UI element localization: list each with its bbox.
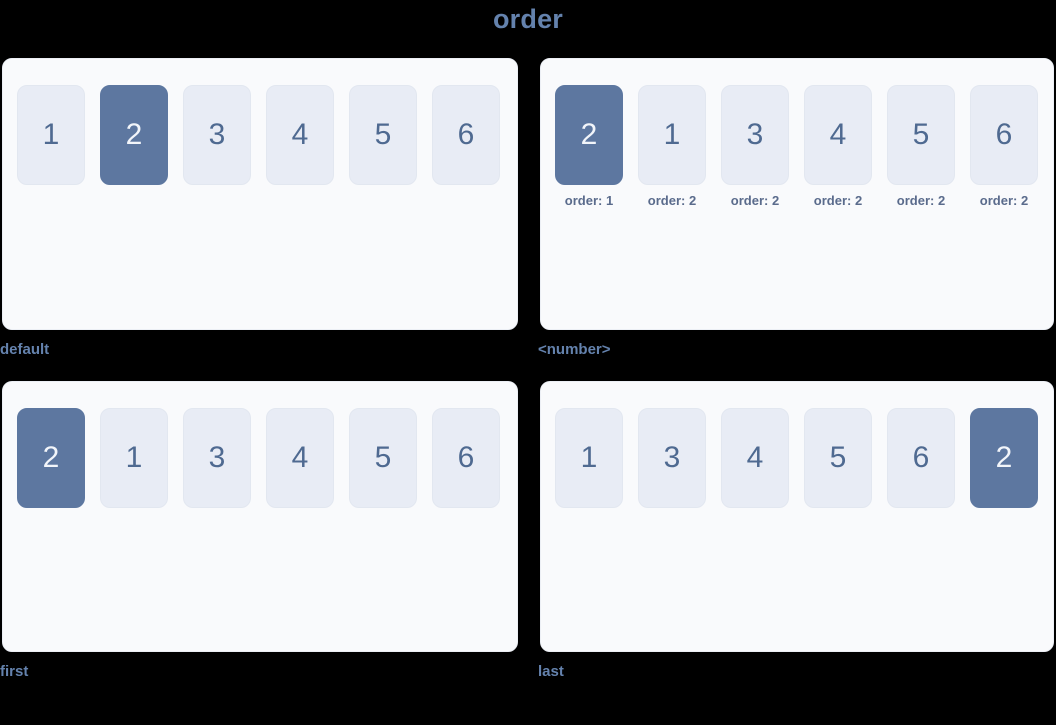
panel-caption-last: last: [538, 663, 564, 680]
item-wrapper: 4: [266, 85, 334, 185]
flex-item[interactable]: 6: [887, 408, 955, 508]
flex-item[interactable]: 5: [349, 85, 417, 185]
order-label: order: 2: [979, 193, 1029, 208]
item-wrapper: 5: [349, 85, 417, 185]
item-wrapper: 6 order: 2: [970, 85, 1038, 208]
order-label: order: 2: [813, 193, 863, 208]
panel-number: 2 order: 1 1 order: 2 3 order: 2 4 order: 2 5 ord…: [540, 58, 1054, 330]
item-wrapper: 4: [721, 408, 789, 508]
page-title: order: [492, 4, 564, 34]
flex-item[interactable]: 3: [638, 408, 706, 508]
item-wrapper: 1: [17, 85, 85, 185]
flex-item[interactable]: 1: [555, 408, 623, 508]
flex-item[interactable]: 1: [638, 85, 706, 185]
item-wrapper: 1 order: 2: [638, 85, 706, 208]
flex-item[interactable]: 5: [349, 408, 417, 508]
panel-caption-default: default: [0, 341, 50, 358]
item-list-number: 2 order: 1 1 order: 2 3 order: 2 4 order: 2 5 ord…: [555, 85, 1053, 208]
order-label: order: 2: [896, 193, 946, 208]
item-wrapper: 1: [100, 408, 168, 508]
item-wrapper: 6: [432, 85, 500, 185]
order-label: order: 2: [647, 193, 697, 208]
item-wrapper: 5: [349, 408, 417, 508]
item-wrapper: 5: [804, 408, 872, 508]
item-wrapper: 6: [432, 408, 500, 508]
order-label: order: 1: [564, 193, 614, 208]
flex-item[interactable]: 5: [804, 408, 872, 508]
flex-item[interactable]: 1: [17, 85, 85, 185]
flex-item[interactable]: 3: [183, 408, 251, 508]
row-spacer: [2, 362, 1056, 381]
item-wrapper: 6: [887, 408, 955, 508]
item-wrapper: 2: [970, 408, 1038, 508]
flex-item[interactable]: 4: [804, 85, 872, 185]
flex-item[interactable]: 1: [100, 408, 168, 508]
order-label: order: 2: [730, 193, 780, 208]
flex-item[interactable]: 3: [721, 85, 789, 185]
flex-item[interactable]: 5: [887, 85, 955, 185]
flex-item[interactable]: 6: [432, 408, 500, 508]
item-wrapper: 3: [183, 85, 251, 185]
item-wrapper: 4: [266, 408, 334, 508]
panel-caption-first: first: [0, 663, 29, 680]
item-wrapper: 3: [183, 408, 251, 508]
flex-item-highlighted[interactable]: 2: [970, 408, 1038, 508]
flex-item[interactable]: 6: [432, 85, 500, 185]
item-wrapper: 3 order: 2: [721, 85, 789, 208]
item-wrapper: 2 order: 1: [555, 85, 623, 208]
item-wrapper: 5 order: 2: [887, 85, 955, 208]
panel-caption-number: <number>: [538, 341, 611, 358]
flex-item[interactable]: 3: [183, 85, 251, 185]
flex-item[interactable]: 4: [721, 408, 789, 508]
flex-item-highlighted[interactable]: 2: [100, 85, 168, 185]
item-wrapper: 2: [100, 85, 168, 185]
flex-item-highlighted[interactable]: 2: [17, 408, 85, 508]
item-wrapper: 1: [555, 408, 623, 508]
item-wrapper: 4 order: 2: [804, 85, 872, 208]
flex-item-highlighted[interactable]: 2: [555, 85, 623, 185]
demo-cell-number: 2 order: 1 1 order: 2 3 order: 2 4 order: 2 5 ord…: [538, 58, 1054, 362]
flex-item[interactable]: 6: [970, 85, 1038, 185]
flex-item[interactable]: 4: [266, 408, 334, 508]
flex-item[interactable]: 4: [266, 85, 334, 185]
item-wrapper: 3: [638, 408, 706, 508]
item-wrapper: 2: [17, 408, 85, 508]
